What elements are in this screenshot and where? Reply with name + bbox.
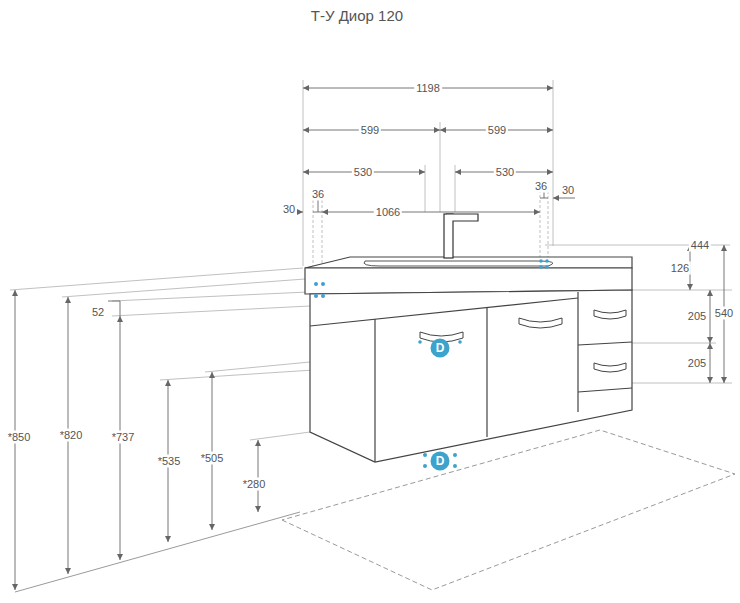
- cabinet-body: [374, 319, 375, 462]
- extension-line: [303, 80, 304, 266]
- dimension-line: [553, 198, 575, 199]
- countertop: [364, 261, 553, 266]
- extension-line: [112, 306, 310, 316]
- circle-fill: [431, 339, 450, 358]
- extension-line: [440, 122, 441, 212]
- dimension-line: [710, 290, 711, 343]
- dimension-label: 599: [486, 124, 508, 137]
- connection-point: [314, 294, 318, 298]
- handle: [594, 310, 626, 319]
- cabinet-body: [578, 388, 632, 392]
- countertop: [305, 257, 632, 294]
- cabinet-body: [578, 342, 632, 345]
- connection-point: [314, 282, 318, 286]
- dimension-label: 36: [533, 180, 549, 193]
- dimension-label: *505: [199, 452, 226, 465]
- dimension-label: 540: [713, 307, 735, 320]
- extension-line: [632, 383, 732, 384]
- connection-point: [423, 453, 427, 457]
- extension-line: [548, 186, 549, 262]
- dimension-label: 30: [560, 184, 576, 197]
- dimension-label: *850: [6, 431, 33, 444]
- dimension-line: [120, 301, 121, 316]
- floor-area: [432, 590, 600, 591]
- dimension-label: 205: [686, 310, 708, 323]
- dimension-label: 126: [669, 262, 691, 275]
- dimension-line: [710, 343, 711, 383]
- dimension-label: *535: [156, 455, 183, 468]
- extension-line: [10, 268, 303, 290]
- dimension-label: 444: [689, 239, 711, 252]
- dimension-line: [15, 88, 724, 590]
- faucet: [444, 214, 453, 258]
- cabinet-body: [310, 290, 632, 462]
- extension-line: [632, 290, 732, 291]
- marker-circle: D: [430, 338, 450, 358]
- dimension-label: 30: [281, 203, 297, 216]
- dimension-line: [318, 200, 319, 212]
- dimension-label: 1066: [374, 206, 402, 219]
- diagram-title: Т-У Диор 120: [311, 8, 403, 25]
- connection-point: [423, 464, 427, 468]
- dimension-label: *280: [241, 478, 268, 491]
- extension-line: [205, 362, 310, 372]
- faucet: [444, 214, 478, 258]
- dimension-label: *737: [110, 431, 137, 444]
- handle: [594, 363, 626, 372]
- connection-point: [453, 464, 457, 468]
- connection-point: [321, 282, 325, 286]
- dimension-line: [258, 440, 259, 512]
- dimension-line: [108, 301, 120, 302]
- node-text: D: [430, 338, 450, 354]
- dimension-label: 36: [310, 188, 326, 201]
- connection-point: [458, 340, 462, 344]
- countertop: [305, 257, 632, 268]
- cabinet-body: [310, 290, 632, 462]
- floor-area: [15, 512, 300, 592]
- extension-line: [62, 279, 305, 297]
- connection-point: [418, 340, 422, 344]
- connection-point: [539, 265, 543, 269]
- marker-circle: D: [430, 451, 450, 471]
- handle: [519, 318, 562, 328]
- dimension-label: 205: [686, 357, 708, 370]
- handle: [420, 310, 626, 372]
- dimension-label: 599: [359, 124, 381, 137]
- extension-line: [250, 432, 310, 440]
- extension-line: [632, 343, 716, 344]
- floor-area: [282, 430, 735, 590]
- marker-letter: D: [430, 455, 450, 467]
- cabinet-body: [577, 292, 578, 412]
- dimension-label: 52: [90, 306, 106, 319]
- marker-letter: D: [430, 342, 450, 354]
- node-text: D: [430, 451, 450, 467]
- extension-line: [112, 292, 308, 301]
- dimension-label: 1198: [414, 82, 442, 95]
- cabinet-body: [486, 308, 487, 437]
- connection-point: [453, 453, 457, 457]
- circle-fill: [431, 452, 450, 471]
- connection-point: [545, 259, 549, 263]
- dimension-label: 530: [494, 166, 516, 179]
- dimension-line: [313, 212, 322, 213]
- connection-point: [321, 294, 325, 298]
- connection-point: [545, 265, 549, 269]
- extension-line: [553, 80, 554, 246]
- connection-point: [314, 259, 549, 468]
- dimension-line: [322, 212, 540, 213]
- connection-point: [539, 259, 543, 263]
- faucet: [446, 214, 478, 221]
- dimension-label: *820: [58, 429, 85, 442]
- dimension-label: 530: [352, 166, 374, 179]
- dimension-line: [544, 192, 545, 198]
